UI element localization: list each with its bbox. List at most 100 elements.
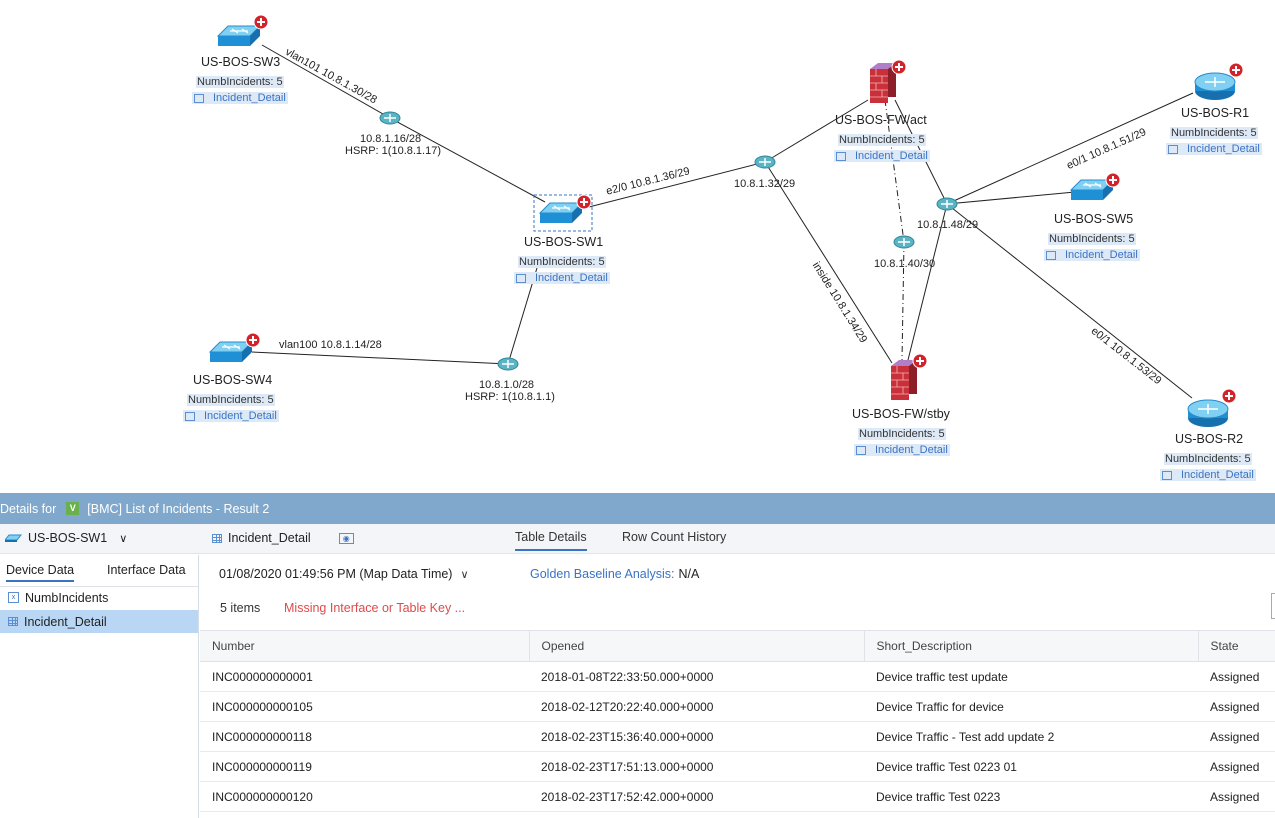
table-icon [1162, 470, 1172, 480]
table-row[interactable]: INC000000000119 2018-02-23T17:51:13.000+… [200, 751, 1275, 782]
hub-subnet32 [754, 155, 776, 169]
hub-subnet32-label: 10.8.1.32/29 [734, 178, 796, 190]
link-subnet32-fwstby [764, 161, 893, 364]
table-row[interactable]: INC000000000105 2018-02-12T20:22:40.000+… [200, 691, 1275, 722]
link-subnet48-r1 [946, 92, 1194, 205]
device-name-fwact[interactable]: US-BOS-FW/act [835, 113, 927, 127]
cell-number: INC000000000105 [200, 691, 529, 722]
table-row[interactable]: INC000000000118 2018-02-23T15:36:40.000+… [200, 721, 1275, 752]
column-header-opened[interactable]: Opened [529, 630, 865, 662]
link-subnet48-r2 [946, 203, 1193, 399]
device-link-sw3[interactable]: Incident_Detail [192, 92, 288, 104]
device-link-r2[interactable]: Incident_Detail [1160, 469, 1256, 481]
baseline-label: Golden Baseline Analysis: [530, 567, 675, 581]
device-link-sw1[interactable]: Incident_Detail [514, 272, 610, 284]
item-count: 5 items [220, 601, 261, 615]
cell-description: Device traffic Test 0223 01 [864, 751, 1198, 782]
device-name-sw1[interactable]: US-BOS-SW1 [524, 235, 604, 249]
golden-baseline[interactable]: Golden Baseline Analysis: N/A [530, 567, 699, 581]
table-selector[interactable]: Incident_Detail ◉ [212, 531, 354, 545]
cell-opened: 2018-01-08T22:33:50.000+0000 [529, 661, 864, 692]
device-name-sw5[interactable]: US-BOS-SW5 [1054, 212, 1134, 226]
list-item-incident-detail[interactable]: Incident_Detail [0, 610, 198, 633]
device-name-fwstby[interactable]: US-BOS-FW/stby [852, 407, 950, 421]
table-icon [8, 617, 18, 626]
link-subnet48-sw5 [946, 191, 1076, 205]
tab-device-data[interactable]: Device Data [6, 563, 75, 582]
metric-icon: x [8, 592, 19, 603]
cell-state: Assigned [1198, 661, 1275, 692]
eye-icon[interactable]: ◉ [338, 532, 354, 544]
cell-description: Device traffic test update [864, 661, 1198, 692]
table-icon [516, 273, 526, 283]
table-icon [194, 93, 204, 103]
label-sw4-link: vlan100 10.8.1.14/28 [279, 339, 382, 351]
table-icon [1168, 144, 1178, 154]
hub-hsrp2 [497, 357, 519, 371]
hub-subnet48 [936, 197, 958, 211]
map-time-selector[interactable]: 01/08/2020 01:49:56 PM (Map Data Time) ∨ [219, 567, 469, 581]
cell-description: Device Traffic - Test add update 2 [864, 721, 1198, 752]
table-icon [1046, 250, 1056, 260]
device-link-fwstby[interactable]: Incident_Detail [854, 444, 950, 456]
device-link-r1[interactable]: Incident_Detail [1166, 143, 1262, 155]
cell-state: Assigned [1198, 751, 1275, 782]
device-name-r1[interactable]: US-BOS-R1 [1181, 106, 1250, 120]
device-metric-fwstby: NumbIncidents: 5 [858, 428, 946, 440]
device-selector[interactable]: US-BOS-SW1 ∨ [5, 531, 127, 545]
cell-number: INC000000000120 [200, 781, 529, 812]
column-header-state[interactable]: State [1198, 630, 1275, 662]
scroll-edge [1271, 593, 1275, 619]
table-icon [212, 533, 222, 543]
list-item-numbincidents[interactable]: x NumbIncidents [0, 586, 198, 609]
device-link-sw5[interactable]: Incident_Detail [1044, 249, 1140, 261]
missing-key-warning[interactable]: Missing Interface or Table Key ... [284, 601, 466, 615]
cell-opened: 2018-02-23T17:52:42.000+0000 [529, 781, 864, 812]
cell-number: INC000000000118 [200, 721, 529, 752]
device-name-r2[interactable]: US-BOS-R2 [1175, 432, 1244, 446]
device-link-fwact[interactable]: Incident_Detail [834, 150, 930, 162]
switch-icon-sw4 [209, 332, 261, 363]
device-name-sw3[interactable]: US-BOS-SW3 [201, 55, 281, 69]
cell-description: Device Traffic for device [864, 691, 1198, 722]
table-detail-pane: 01/08/2020 01:49:56 PM (Map Data Time) ∨… [200, 555, 1275, 818]
tab-table-details[interactable]: Table Details [515, 530, 587, 551]
details-header-bar: Details for V [BMC] List of Incidents - … [0, 493, 1275, 524]
router-icon-r1 [1194, 62, 1244, 101]
device-metric-sw4: NumbIncidents: 5 [187, 394, 275, 406]
chevron-down-icon: ∨ [460, 568, 469, 581]
table-row[interactable]: INC000000000001 2018-01-08T22:33:50.000+… [200, 661, 1275, 692]
subnet-hubs [379, 111, 958, 371]
column-header-short-description[interactable]: Short_Description [864, 630, 1199, 662]
device-name-sw4[interactable]: US-BOS-SW4 [193, 373, 273, 387]
topology-map[interactable]: vlan101 10.8.1.30/28 vlan100 10.8.1.14/2… [0, 0, 1275, 493]
divider [0, 586, 198, 587]
baseline-value: N/A [678, 567, 700, 581]
table-icon [856, 445, 866, 455]
hub-hsrp1 [379, 111, 401, 125]
map-time: 01/08/2020 01:49:56 PM (Map Data Time) [219, 567, 453, 581]
qapp-badge-icon: V [66, 502, 80, 515]
cell-opened: 2018-02-12T20:22:40.000+0000 [529, 691, 864, 722]
cell-opened: 2018-02-23T17:51:13.000+0000 [529, 751, 864, 782]
link-sw4-hsrp2 [251, 351, 509, 365]
link-subnet32-fwact [764, 99, 869, 163]
tab-row-count-history[interactable]: Row Count History [622, 530, 727, 544]
router-icon-r2 [1187, 388, 1237, 428]
device-selector-label: US-BOS-SW1 [28, 531, 108, 545]
cell-state: Assigned [1198, 781, 1275, 812]
table-icon [836, 151, 846, 161]
device-metric-r2: NumbIncidents: 5 [1164, 453, 1252, 465]
hub-subnet48-label: 10.8.1.48/29 [917, 219, 979, 231]
link-sw1-subnet32 [584, 161, 766, 209]
table-row[interactable]: INC000000000120 2018-02-23T17:52:42.000+… [200, 781, 1275, 812]
cell-number: INC000000000119 [200, 751, 529, 782]
cell-opened: 2018-02-23T15:36:40.000+0000 [529, 721, 864, 752]
tab-interface-data[interactable]: Interface Data [107, 563, 186, 577]
link-sw3-hsrp1 [261, 44, 391, 119]
switch-icon-sw3 [217, 14, 269, 47]
detail-subheader: US-BOS-SW1 ∨ Incident_Detail ◉ Table Det… [0, 524, 1275, 554]
device-metric-fwact: NumbIncidents: 5 [838, 134, 926, 146]
device-link-sw4[interactable]: Incident_Detail [183, 410, 279, 422]
column-header-number[interactable]: Number [200, 630, 530, 662]
